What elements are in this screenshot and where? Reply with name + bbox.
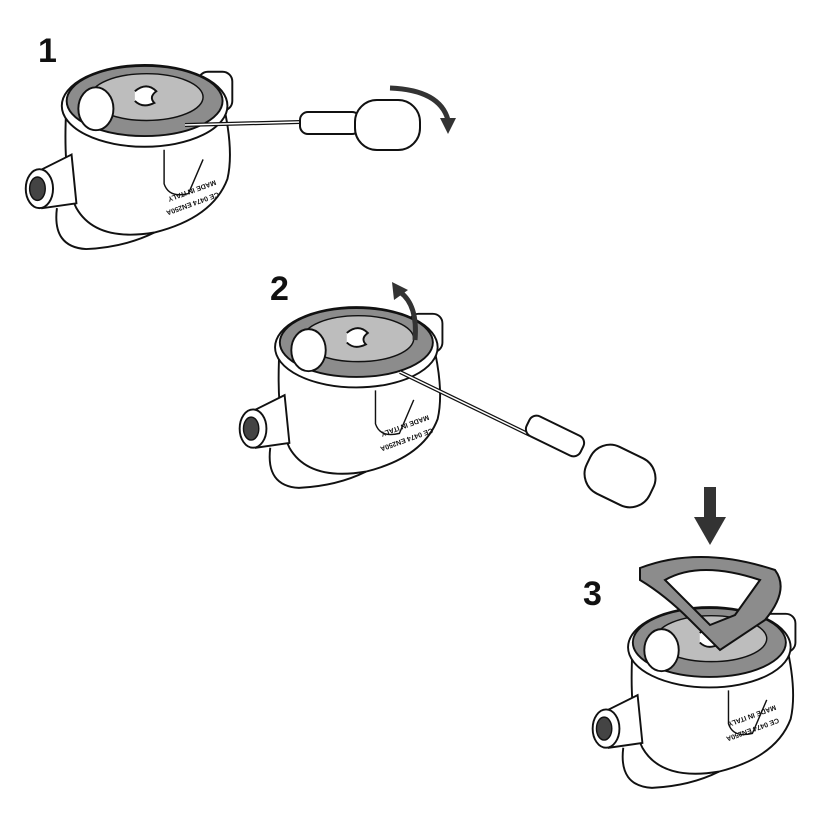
valve-device-step-3 <box>591 606 797 789</box>
valve-device-step-2 <box>238 306 444 489</box>
step-2-number: 2 <box>270 270 289 308</box>
lift-arrow-icon <box>398 289 418 341</box>
press-down-arrow-icon <box>694 487 726 545</box>
rotate-arrow-head-icon <box>440 118 456 134</box>
retaining-ring <box>639 556 782 652</box>
valve-device-step-1 <box>24 63 234 251</box>
screwdriver-2 <box>399 370 657 509</box>
rotate-arrow-icon <box>389 85 451 121</box>
screwdriver-1 <box>184 99 421 151</box>
lift-arrow-head-icon <box>392 282 408 300</box>
step-1-number: 1 <box>38 32 57 70</box>
step-3-number: 3 <box>583 575 602 613</box>
